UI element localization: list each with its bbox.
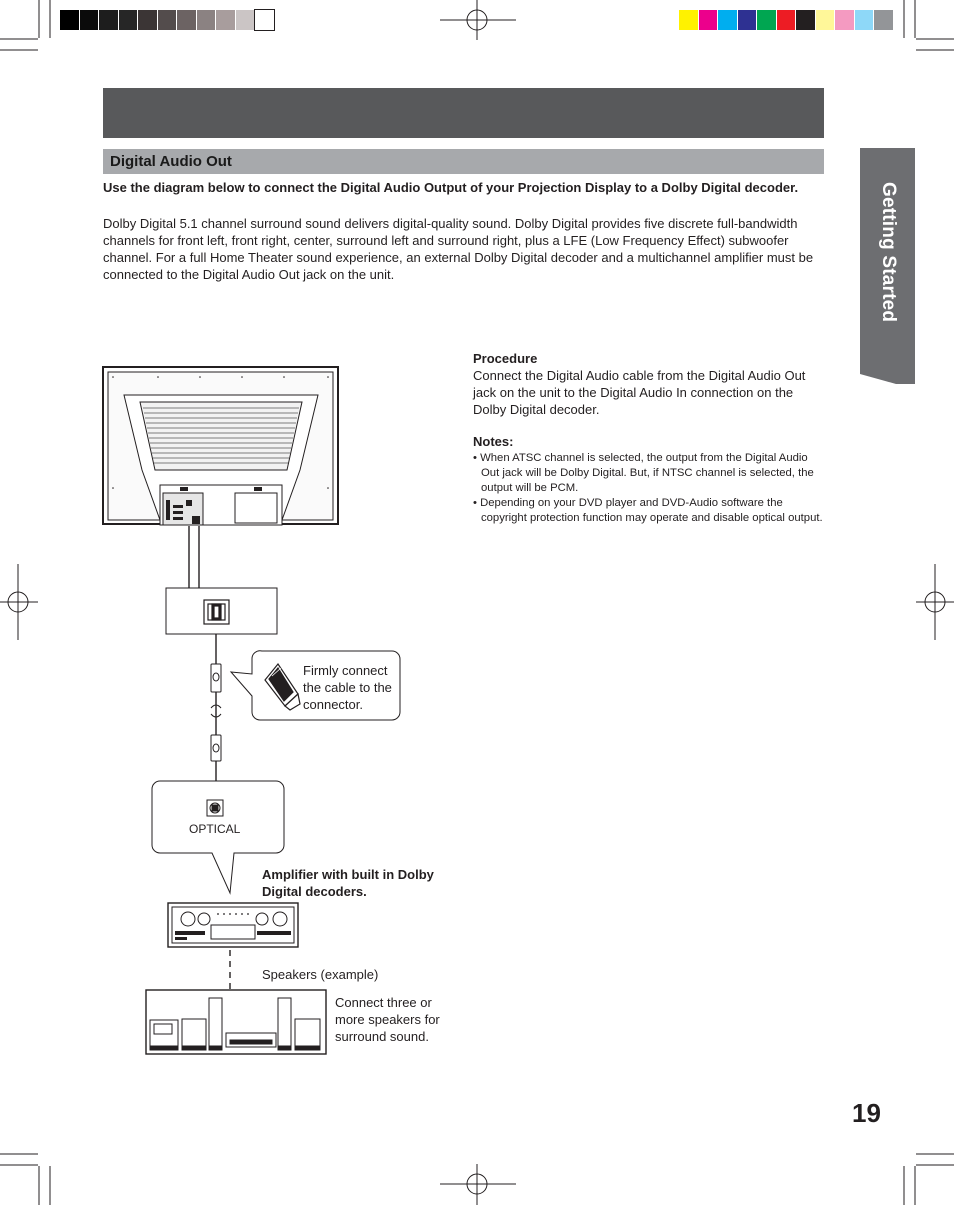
plug-illustration-icon [264,662,301,711]
color-swatch [854,10,874,30]
gray-swatch [177,10,196,30]
optical-port-icon [206,799,224,817]
speakers-note: Connect three or more speakers for surro… [335,995,440,1044]
gray-swatch [196,10,216,30]
cmyk-color-bar [679,10,894,30]
color-swatch [737,10,757,30]
gray-swatch [235,10,255,30]
callout-text: Firmly connect the cable to the connecto… [303,663,392,712]
gray-swatch [79,10,99,30]
intro-lead: Use the diagram below to connect the Dig… [103,179,824,196]
section-heading-bar [103,149,824,174]
gray-swatch [216,10,235,30]
color-swatch [718,10,737,30]
color-swatch [874,10,893,30]
notes-list: • When ATSC channel is selected, the out… [473,451,823,526]
page-number: 19 [852,1098,881,1128]
side-tab [860,148,915,384]
amplifier-label: Amplifier with built in Dolby Digital de… [262,867,434,899]
color-swatch [796,10,815,30]
notes-heading: Notes: [473,434,514,449]
color-swatch [835,10,854,30]
color-swatch [815,10,835,30]
procedure-heading: Procedure [473,351,538,366]
intro-lead-text: Use the diagram below to connect the Dig… [103,180,799,195]
optical-cable [210,634,222,802]
gray-swatch [60,10,79,30]
note-item: • When ATSC channel is selected, the out… [473,452,814,494]
amplifier-illustration [167,902,299,948]
optical-jack-icon [203,599,230,625]
color-swatch [776,10,796,30]
intro-body: Dolby Digital 5.1 channel surround sound… [103,215,824,283]
color-swatch [679,10,698,30]
callout-bubble [229,650,401,721]
speakers-label: Speakers (example) [262,967,379,982]
speakers-illustration [145,989,327,1055]
section-title: Digital Audio Out [110,153,232,170]
gray-swatch [138,10,157,30]
projection-display-rear [102,366,339,526]
header-banner [103,88,824,138]
optical-label: OPTICAL [189,822,241,836]
gray-swatch [157,10,177,30]
procedure-text: Connect the Digital Audio cable from the… [473,368,806,417]
gray-swatch [254,9,275,31]
optical-input-bubble [151,780,285,895]
gray-swatch [118,10,138,30]
intro-body-text: Dolby Digital 5.1 channel surround sound… [103,216,814,282]
side-tab-label: Getting Started [878,182,899,323]
gray-color-bar [60,9,275,31]
note-item: • Depending on your DVD player and DVD-A… [473,497,823,524]
gray-swatch [99,10,118,30]
color-swatch [757,10,776,30]
color-swatch [698,10,718,30]
